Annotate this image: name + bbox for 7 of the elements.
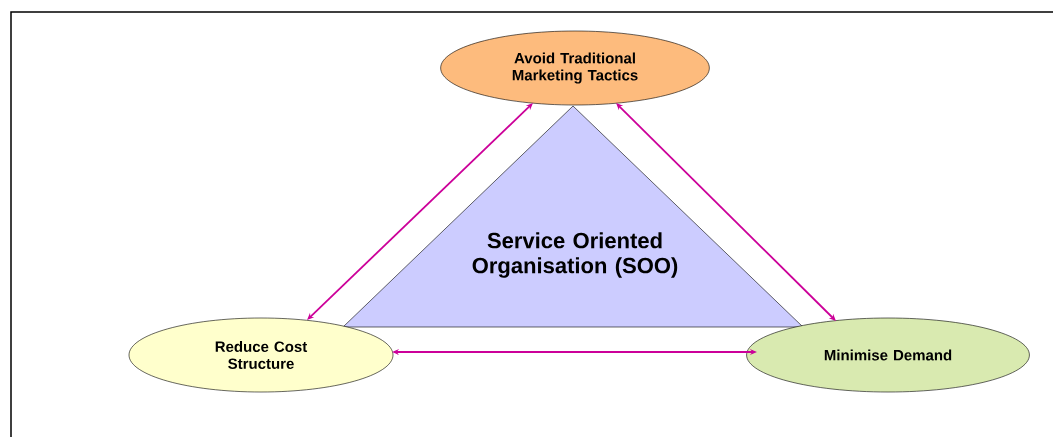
arrow [392, 348, 757, 356]
arrow [307, 103, 533, 320]
triangle-node: Service Oriented Organisation (SOO) [342, 105, 804, 328]
ellipse-node: Minimise Demand [746, 317, 1030, 393]
ellipse-node: Reduce Cost Structure [128, 317, 394, 393]
arrow [616, 103, 836, 321]
ellipse-node: Avoid Traditional Marketing Tactics [440, 30, 710, 106]
